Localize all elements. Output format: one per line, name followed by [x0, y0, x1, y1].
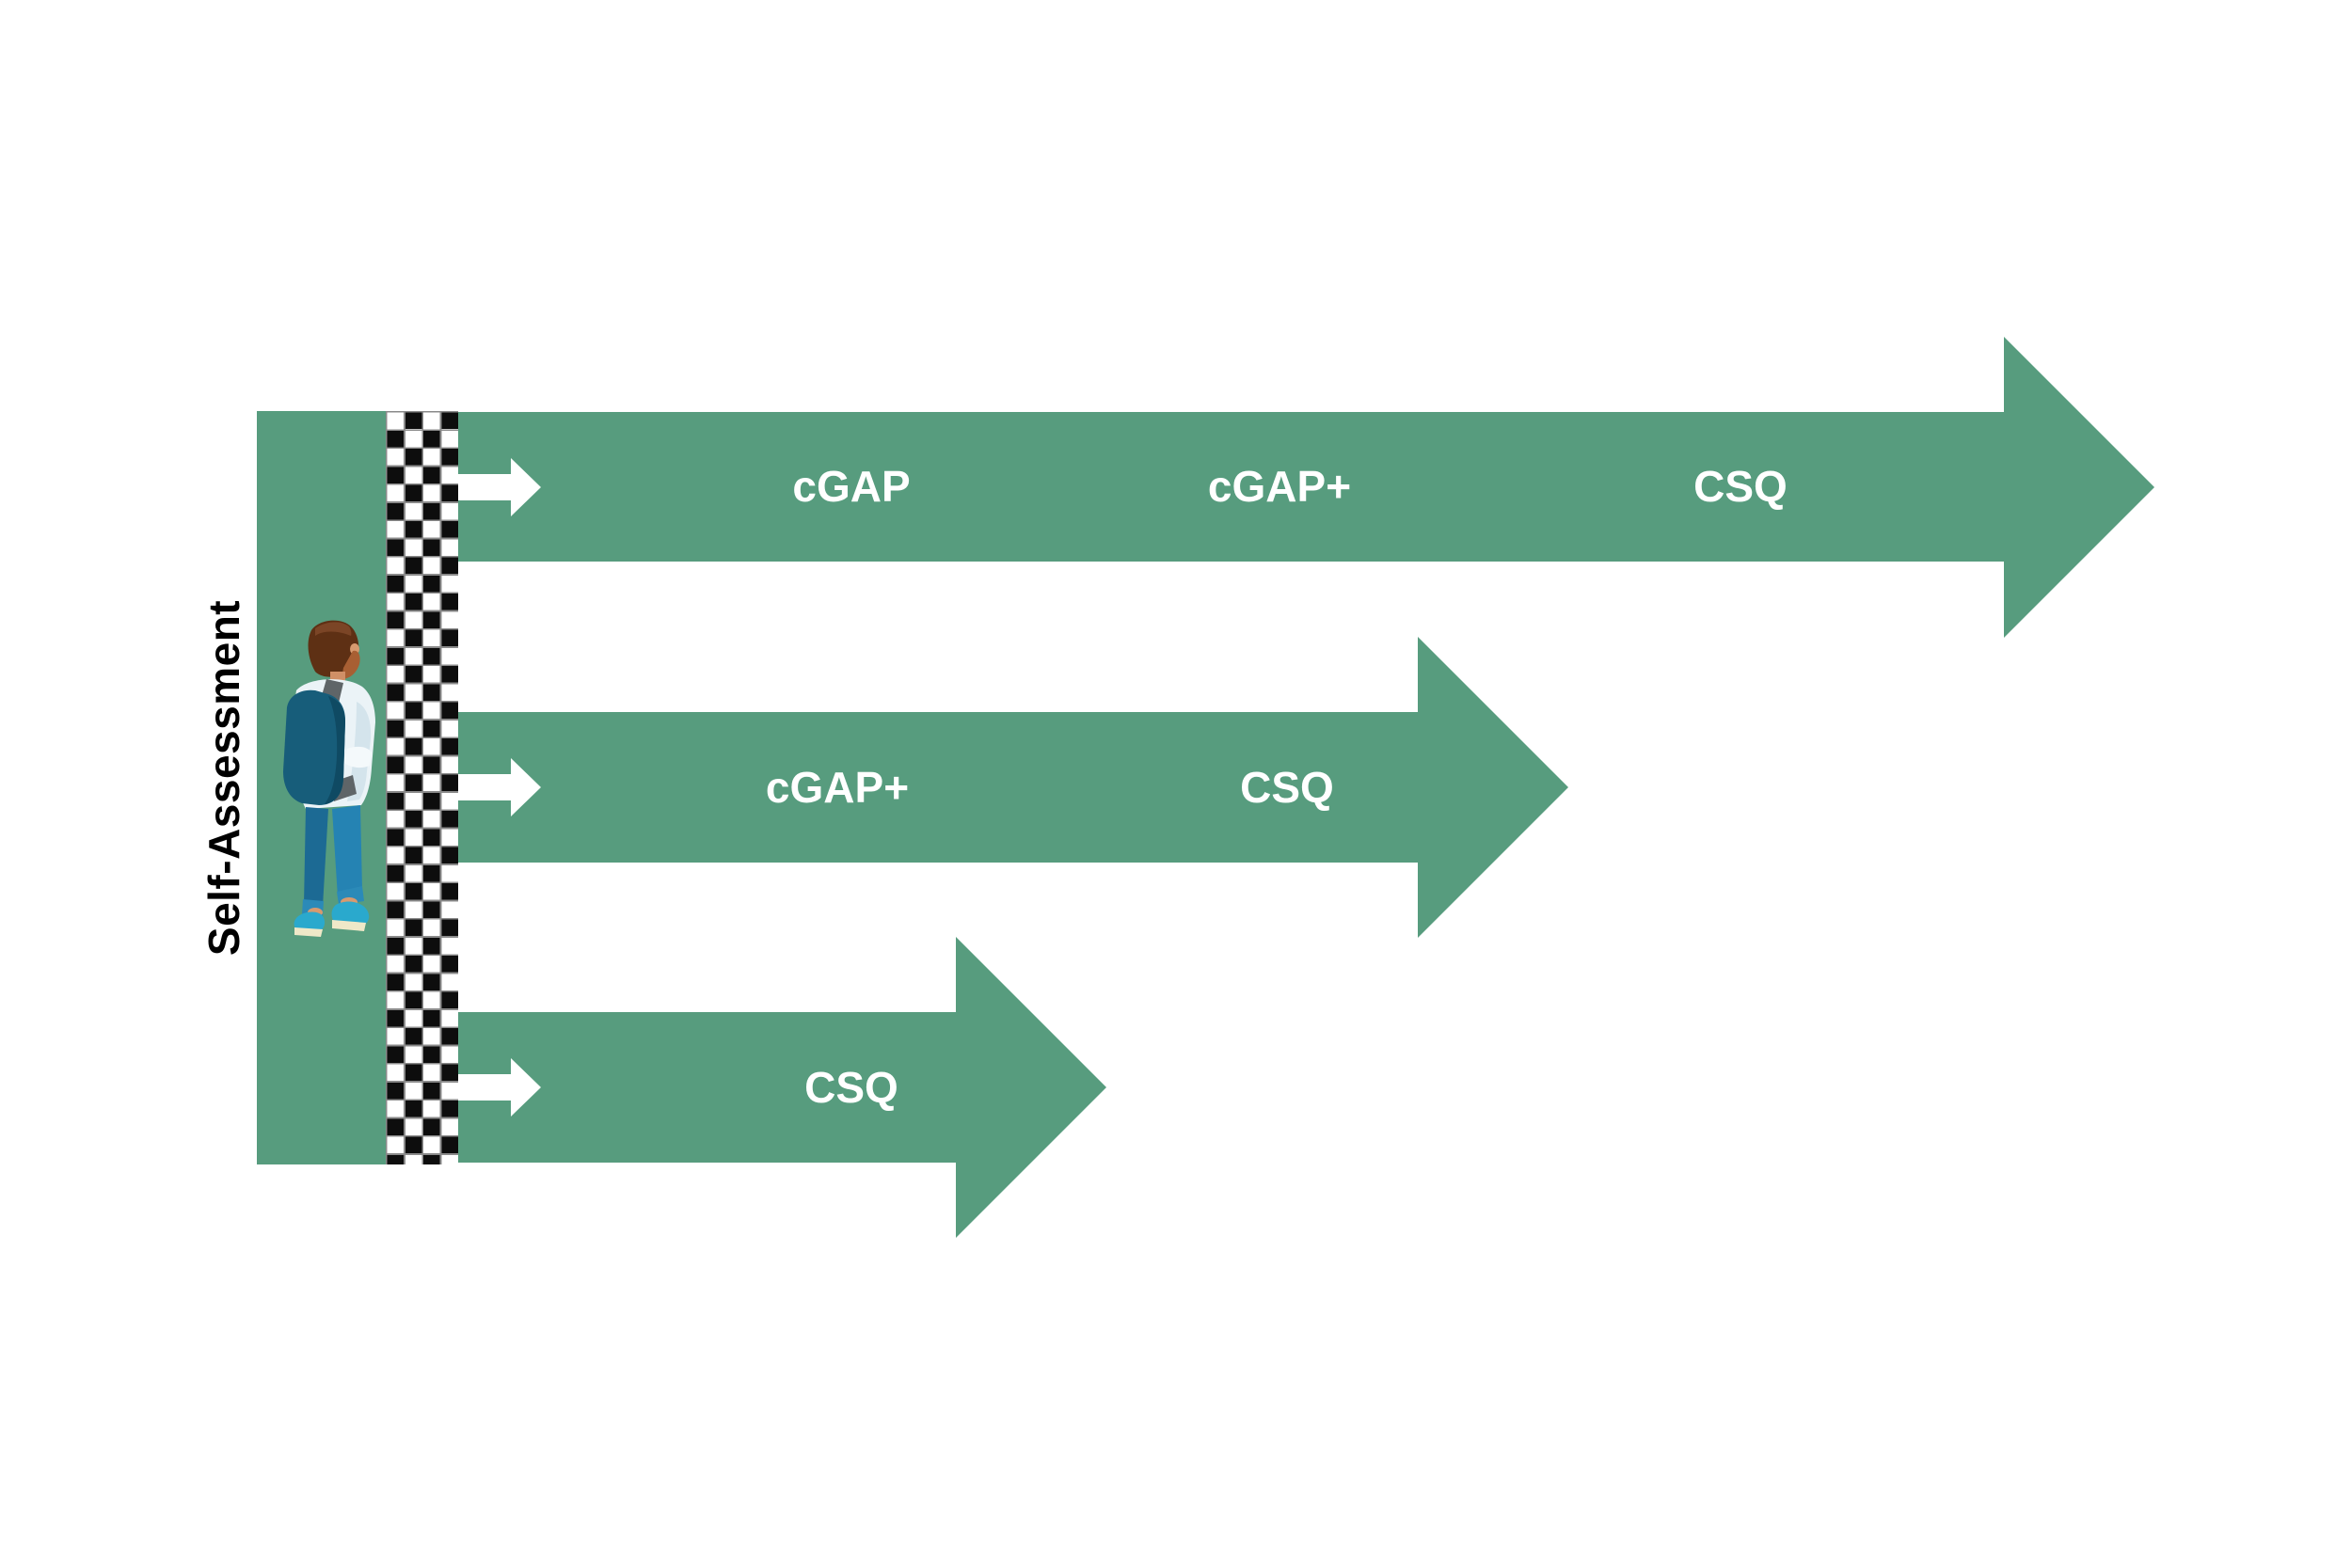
person-with-backpack-icon: [283, 620, 375, 937]
arrow-3-body: [458, 1012, 956, 1163]
right-arrow-icon: [458, 758, 541, 816]
arrow-3-head: [956, 937, 1106, 1238]
arrow-2-head: [1418, 637, 1568, 938]
arrow-1-label-csq: CSQ: [1693, 462, 1788, 511]
arrow-2-label-cgap-plus: cGAP+: [765, 763, 910, 812]
arrow-1-label-cgap: cGAP: [792, 462, 911, 511]
arrow-1-head: [2004, 337, 2154, 638]
arrow-1-body: [458, 412, 2004, 562]
checkered-flag-icon: [386, 411, 458, 1164]
right-arrow-icon: [458, 1058, 541, 1117]
arrow-1-label-cgap-plus: cGAP+: [1207, 462, 1352, 511]
arrow-2-label-csq: CSQ: [1240, 763, 1334, 812]
arrow-3-label-csq: CSQ: [804, 1063, 898, 1112]
side-label-self-assessment: Self-Assessment: [199, 599, 248, 957]
right-arrow-icon: [458, 458, 541, 516]
arrow-2-body: [458, 712, 1418, 863]
